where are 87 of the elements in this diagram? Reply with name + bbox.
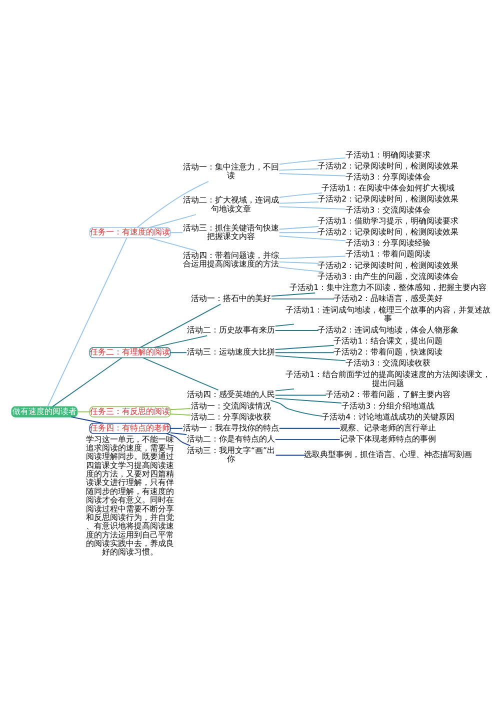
node-box: 任务四：有特点的老师 — [89, 422, 171, 434]
connector — [278, 226, 320, 230]
connector — [170, 232, 184, 233]
node-text: 子活动2：记录阅读时间，检测阅读效果 — [318, 160, 459, 170]
connector — [170, 427, 184, 428]
connector — [278, 200, 320, 204]
connector — [278, 235, 346, 241]
node-text: 子活动3：交流阅读收获 — [346, 358, 431, 368]
node-text: 子活动2：带着问题，快速阅读 — [334, 347, 443, 356]
connector — [275, 454, 306, 456]
node-text: 活动三：抓住关键语句快速把握课文内容 — [183, 222, 280, 240]
connector — [274, 323, 294, 326]
connector — [274, 397, 342, 403]
node-text: 子活动2：记录阅读时间，检测阅读效果 — [318, 260, 459, 270]
node-text: 子活动1：连词成句地读，梳理三个故事的内容，并复述故事 — [286, 304, 491, 323]
node-text: 子活动2：记录阅读时间，检测阅读效果 — [318, 194, 459, 203]
node-text: 子活动1：结合前面学过的提高阅读速度的方法阅读课文，提出问题 — [286, 370, 491, 388]
node-text: 子活动2：连词成句地读，体会人物形象 — [318, 324, 459, 334]
connector — [140, 303, 222, 348]
connector — [274, 388, 294, 391]
node-text: 活动一：搭石中的美好 — [191, 293, 272, 302]
node-text: 子活动1：在阅读中体会如何扩大视域 — [322, 182, 455, 192]
connector — [278, 255, 346, 259]
node-text: 活动一：集中注意力，不回读 — [183, 162, 280, 180]
node-text: 子活动2：记录阅读时间，检测阅读效果 — [318, 227, 459, 236]
connector — [76, 410, 90, 412]
connector — [278, 172, 346, 176]
node-text: 子活动1：明确阅读要求 — [346, 150, 431, 159]
node-text: 子活动3：交流阅读体会 — [346, 205, 431, 214]
connector — [278, 427, 340, 428]
node-text: 活动三：我用文字“画”出你 — [186, 445, 276, 464]
node-text: 子活动3：由产生的问题，交流阅读体会 — [318, 271, 459, 280]
connector — [148, 236, 196, 251]
connector — [274, 438, 340, 440]
connector — [270, 399, 323, 416]
connector — [52, 356, 122, 407]
node-text: 子活动3：分组介绍地道战 — [342, 400, 435, 410]
node-text: 活动四：感受英雄的人民 — [187, 390, 276, 399]
node-text: 子活动1：集中注意力不回读，整体感知，把握主要内容 — [290, 282, 487, 292]
node-text: 子活动2：带着问题，了解主要内容 — [326, 390, 451, 399]
connector — [142, 356, 219, 390]
node-text: 活动二：扩大视域，连词成句地读文章 — [183, 195, 280, 213]
node-text: 选取典型事例，抓住语言、心理、神态描写刻画 — [304, 450, 472, 459]
connector — [170, 408, 191, 410]
connector — [271, 292, 316, 296]
connector — [274, 394, 327, 396]
connector — [170, 432, 188, 435]
node-box: 任务三：有反思的阅读 — [89, 406, 171, 417]
connector — [274, 344, 334, 350]
node-text: 子活动1：带着问题阅读 — [346, 249, 431, 258]
node-box: 任务二：有理解的阅读 — [89, 346, 171, 358]
connector — [279, 156, 346, 164]
node-text: 子活动3：分享阅读体会 — [346, 172, 431, 181]
node-text: 子活动4：讨论地道战成功的关键原因 — [322, 412, 455, 421]
connector — [279, 192, 322, 198]
node-text: 活动三：运动速度大比拼 — [187, 347, 276, 356]
node-text: 观察、记录老师的言行举止 — [340, 422, 436, 432]
label: 学习这一单元，不能一味追求阅读的速度，需要与阅读理解同步。既要通过四篇课文学习提高阅读速度的方法，又要对四篇精读课文进行理解，只有伴随同步的理解，有速度的阅读才会有意义。同时在阅读过程中需要不断分享和反思阅读行为，并自觉、有意识地将提高阅读速度的方法运用到自己平常的阅读实践中去，养成良好的阅读习惯。 — [86, 434, 174, 556]
connector — [271, 298, 334, 299]
connector — [278, 260, 320, 264]
connector — [278, 232, 320, 233]
connector — [278, 206, 346, 210]
node-text: 子活动1：借助学习提示，明确阅读要求 — [318, 216, 459, 226]
node-text: 活动二：历史故事有来历 — [187, 324, 276, 334]
connector — [278, 168, 320, 170]
node-text: 子活动1：结合课文，提出问题 — [334, 336, 443, 346]
connector — [47, 236, 128, 407]
node-text: 子活动2：品味语言，感受美好 — [334, 293, 443, 302]
node-text: 活动一：交流阅读情况 — [191, 400, 272, 410]
node-text: 活动四：带着问题读，并综合运用提高阅读速度的方法 — [183, 250, 280, 268]
node-text: 活动二：分享阅读收获 — [191, 412, 272, 421]
connector — [166, 432, 191, 446]
connector — [170, 352, 188, 353]
node-text: 记录下体现老师特点的事例 — [340, 434, 436, 443]
node-text: 活动一：我在寻找你的特点 — [183, 422, 280, 432]
connector — [274, 354, 346, 361]
connector — [136, 180, 209, 228]
connector — [148, 214, 196, 228]
connector — [274, 352, 334, 353]
connector — [278, 266, 324, 272]
node-text: 活动二：你是有特点的人 — [187, 434, 276, 443]
node-box: 任务一：有速度的阅读 — [89, 226, 171, 238]
connector — [154, 334, 208, 348]
connector — [170, 413, 191, 416]
node-text: 子活动3：分享阅读经验 — [346, 238, 431, 248]
node-box: 做有速度的阅读者 — [11, 406, 78, 417]
connector — [70, 416, 104, 424]
